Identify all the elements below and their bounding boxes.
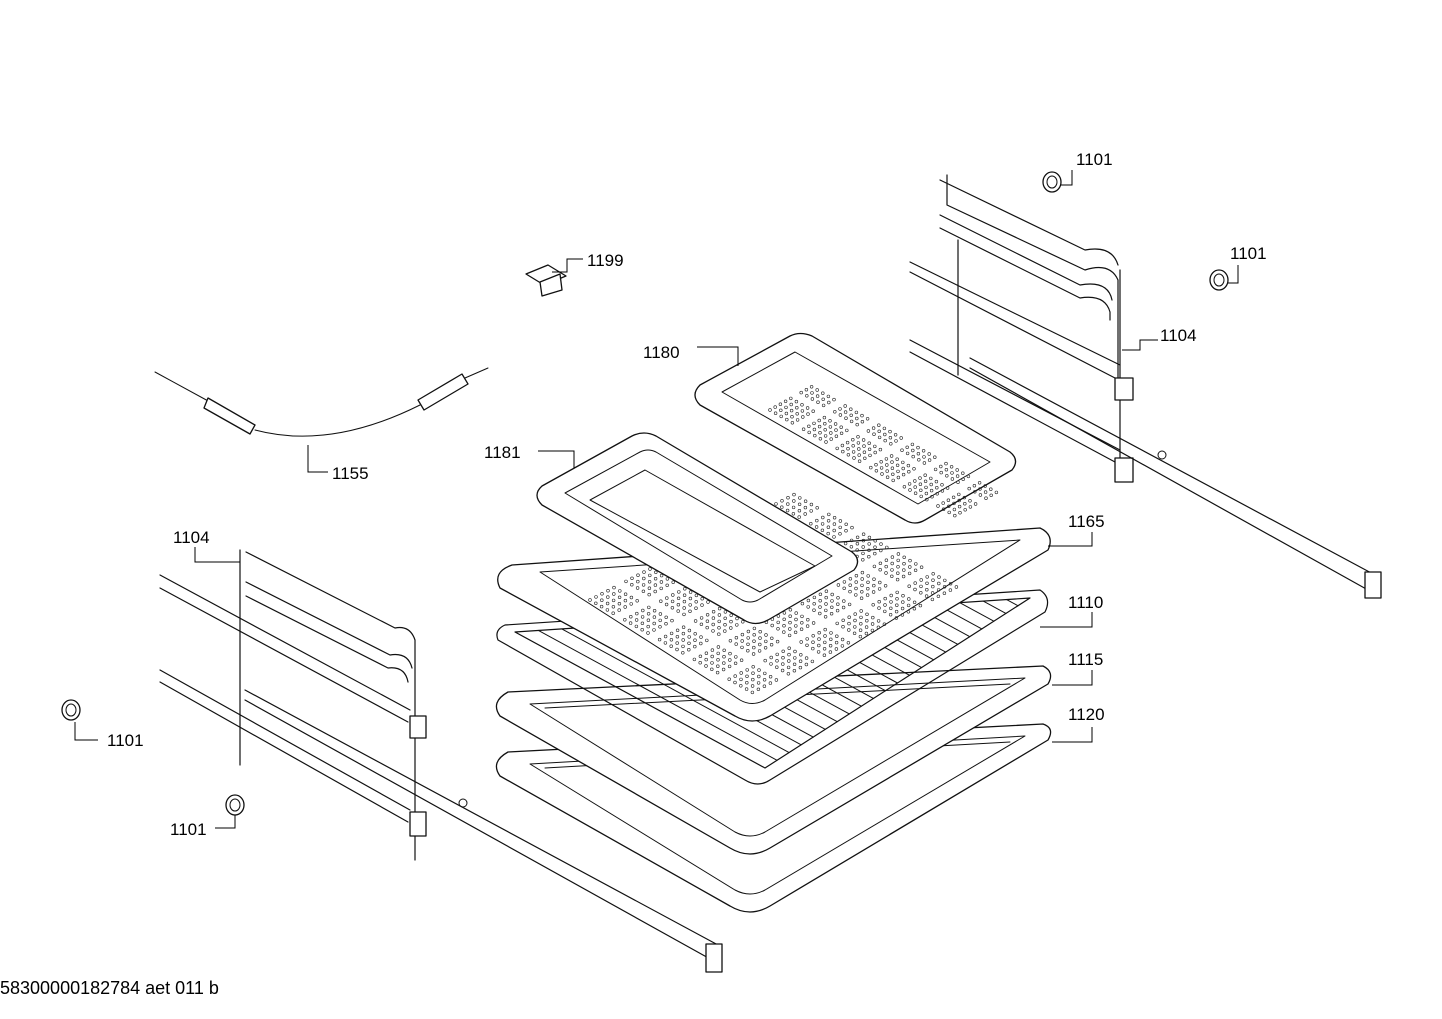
label-1155: 1155 [332,464,369,483]
label-1180: 1180 [643,343,680,362]
part-1104-right-side-rail [909,174,1382,599]
part-1180-perforated-pan [694,332,1017,524]
part-1199-clip [525,264,567,297]
leader-lines [74,170,1239,829]
part-1181-solid-pan [536,432,859,625]
part-1101-knob-top [1042,171,1062,193]
label-1101-bottom: 1101 [170,820,207,839]
label-1101-right: 1101 [1230,244,1267,263]
label-1115: 1115 [1068,650,1103,669]
label-1110: 1110 [1068,593,1103,612]
part-1104-left-side-rail [159,549,723,973]
label-1181: 1181 [484,443,521,462]
part-1101-knob-left [61,699,81,721]
part-1115-baking-tray [495,665,1052,855]
part-1155-meat-probe-cable [154,367,489,437]
label-1101-top: 1101 [1076,150,1113,169]
label-1120: 1120 [1068,705,1105,724]
label-1165: 1165 [1068,512,1105,531]
label-1104-left: 1104 [173,528,210,547]
label-1101-left: 1101 [107,731,144,750]
document-id: 58300000182784 aet 011 b [0,978,219,998]
part-1101-knob-right [1209,269,1229,291]
label-1199: 1199 [587,251,624,270]
part-1101-knob-bottom [225,794,245,816]
label-1104-right: 1104 [1160,326,1197,345]
